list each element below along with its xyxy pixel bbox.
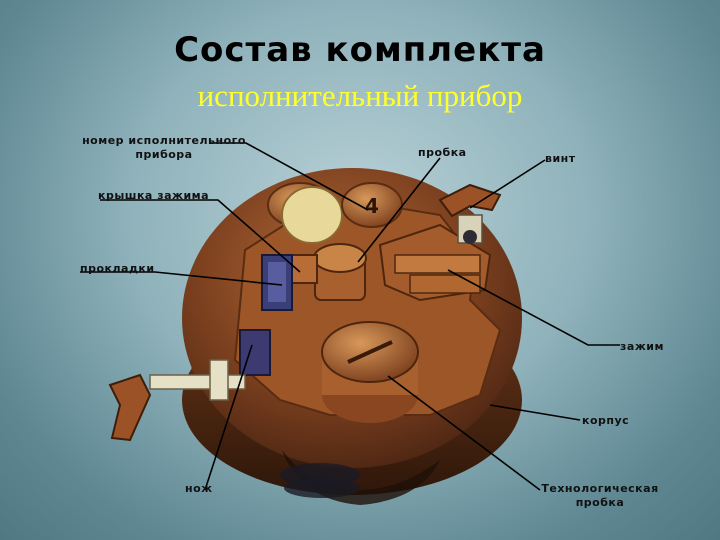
leader-clamp xyxy=(447,269,620,346)
gaskets xyxy=(261,254,293,311)
label-body: корпус xyxy=(582,414,630,427)
label-gaskets: прокладки xyxy=(80,262,155,275)
leader-tech-plug xyxy=(387,375,541,491)
device-number-cap: 4 xyxy=(267,182,403,244)
device-number-mark: 4 xyxy=(365,194,379,218)
label-tech-plug: Технологическая пробка xyxy=(541,482,659,509)
leader-plug xyxy=(357,157,441,263)
wing-screw xyxy=(438,183,502,244)
leader-gaskets xyxy=(80,271,283,286)
leader-knife xyxy=(204,344,253,491)
leader-lines xyxy=(80,142,620,491)
leader-device-number xyxy=(210,142,369,211)
leader-screw xyxy=(469,159,546,209)
technological-plug xyxy=(321,321,419,423)
slide-title: Состав комплекта xyxy=(174,30,546,70)
leader-body xyxy=(489,404,581,421)
label-screw: винт xyxy=(545,152,576,165)
label-clamp: зажим xyxy=(620,340,664,353)
leader-clamp-cover xyxy=(100,199,301,273)
label-plug: пробка xyxy=(418,146,467,159)
slide-subtitle: исполнительный прибор xyxy=(197,78,523,113)
label-device-number: номер исполнительного прибора xyxy=(82,134,246,161)
label-knife: нож xyxy=(185,482,213,495)
label-clamp-cover: крышка зажима xyxy=(98,189,210,202)
